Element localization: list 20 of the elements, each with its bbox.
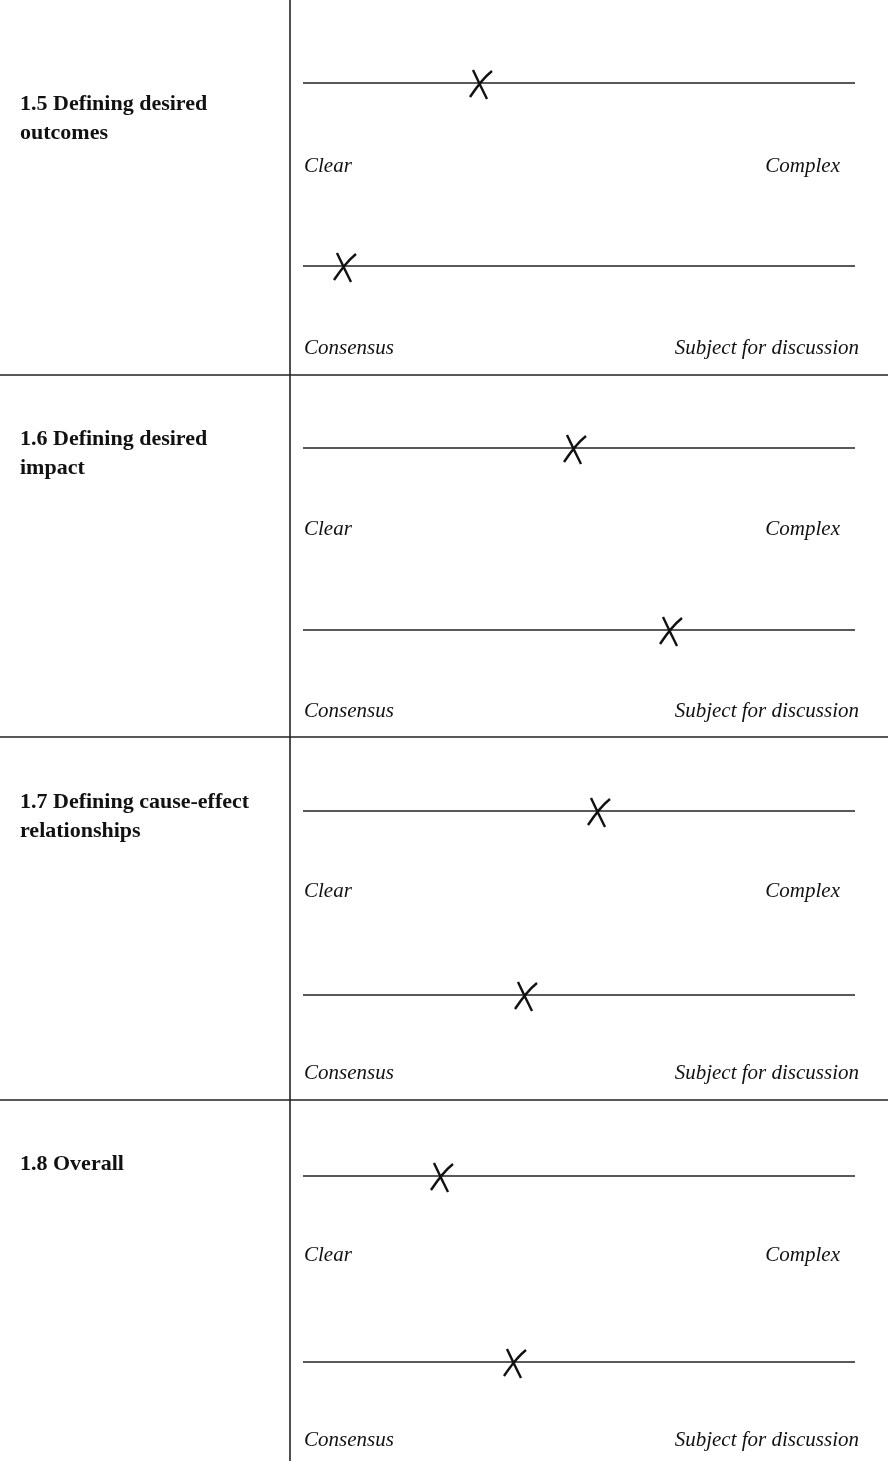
scale-end-label: Complex [765, 515, 840, 542]
scale-end-label: Clear [304, 152, 352, 179]
scale-end-label: Consensus [304, 334, 394, 361]
row-heading: 1.7 Defining cause-effect relationships [20, 787, 251, 844]
scale-end-label: Clear [304, 1241, 352, 1268]
scale-end-label: Clear [304, 877, 352, 904]
scale-end-label: Complex [765, 877, 840, 904]
scale-end-label: Subject for discussion [674, 1059, 859, 1086]
scale-end-label: Consensus [304, 1426, 394, 1453]
row-heading: 1.6 Defining desired impact [20, 424, 209, 481]
row-heading: 1.5 Defining desired outcomes [20, 89, 209, 146]
scale-end-label: Consensus [304, 697, 394, 724]
scale-end-label: Clear [304, 515, 352, 542]
scale-end-label: Subject for discussion [674, 697, 859, 724]
row-heading: 1.8 Overall [20, 1149, 125, 1177]
scale-end-label: Subject for discussion [674, 1426, 859, 1453]
scale-end-label: Subject for discussion [674, 334, 859, 361]
scale-end-label: Consensus [304, 1059, 394, 1086]
scale-end-label: Complex [765, 152, 840, 179]
scale-end-label: Complex [765, 1241, 840, 1268]
